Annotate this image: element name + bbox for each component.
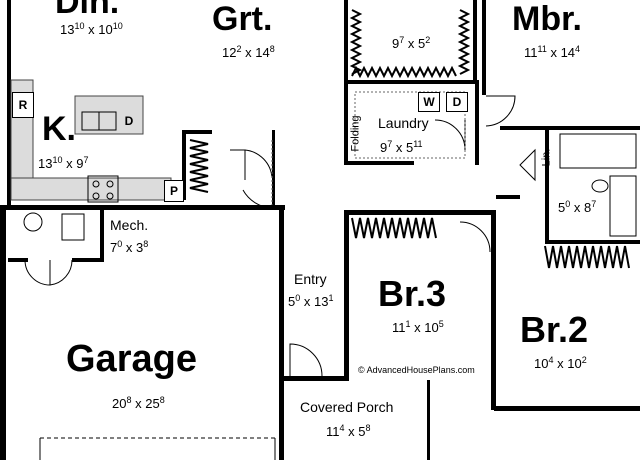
dryer-label: D: [446, 92, 468, 112]
wall-entry-bottom: [279, 376, 349, 381]
wall-hall-right: [272, 130, 275, 210]
lin-label: Lin.: [540, 148, 553, 167]
wall-garage-top: [0, 205, 285, 210]
wall-bath-bottom: [545, 240, 640, 244]
wall-mech-bottom-r: [72, 258, 104, 262]
wall-mech-right: [100, 210, 104, 260]
toilet: [591, 179, 609, 193]
water-heater: [23, 212, 43, 232]
room-mbr-name: Mbr.: [512, 0, 582, 38]
dishwasher-label: D: [124, 114, 134, 128]
room-br3-name: Br.3: [378, 273, 447, 314]
wall-garage-left: [0, 205, 6, 460]
kitchen-counter-bottom: [10, 177, 172, 201]
room-grt-name: Grt.: [212, 0, 273, 38]
room-din-dims: 1310 x 1010: [60, 21, 123, 37]
room-mech-dims: 70 x 38: [110, 239, 149, 255]
wall-pantry-top: [182, 130, 212, 134]
bathtub: [559, 133, 637, 169]
room-br2-dims: 104 x 102: [534, 355, 587, 371]
wall-laundry-bottom: [344, 161, 414, 165]
kitchen-island: [74, 95, 144, 135]
room-garage-dims: 208 x 258: [112, 395, 165, 411]
wall-br2-bottom: [494, 406, 640, 411]
wall-mbr-left: [482, 0, 486, 95]
wall-hall-bottom: [496, 195, 520, 199]
room-laundry-dims: 97 x 511: [380, 139, 423, 155]
wall-mech-bottom: [8, 258, 28, 262]
wall-kitchen-right: [182, 130, 186, 200]
furnace: [61, 213, 85, 241]
wall-mbr-bottom: [500, 126, 640, 130]
wall-br3-right: [491, 210, 496, 410]
room-mbr-dims: 1111 x 144: [524, 44, 581, 60]
room-din-name: Din.: [55, 0, 120, 21]
wall-left-upper: [7, 0, 11, 205]
doors: [24, 95, 536, 377]
folding-label: Folding: [349, 115, 362, 152]
wall-br3-left: [344, 210, 349, 380]
wall-closet-left: [344, 0, 348, 80]
pantry-label: P: [164, 180, 184, 202]
room-mech-name: Mech.: [110, 217, 149, 233]
wall-laundry-top: [344, 80, 479, 84]
wall-closet-right: [473, 0, 477, 80]
wall-garage-right: [279, 210, 284, 460]
fridge-label: R: [12, 92, 34, 118]
wall-porch-right: [427, 380, 430, 460]
wall-laundry-left: [344, 84, 348, 164]
room-entry-dims: 50 x 131: [288, 293, 334, 309]
room-bath-dims: 50 x 87: [558, 199, 597, 215]
wall-bath-left: [545, 130, 549, 240]
wall-laundry-right: [475, 84, 479, 165]
room-porch-name: Covered Porch: [300, 399, 394, 415]
room-porch-dims: 114 x 58: [326, 423, 371, 439]
room-laundry-name: Laundry: [378, 115, 429, 131]
copyright-label: © AdvancedHousePlans.com: [358, 365, 475, 375]
room-garage-name: Garage: [66, 338, 197, 380]
range: [87, 175, 119, 203]
closet-shelving: [189, 9, 630, 269]
room-k-dims: 1310 x 97: [38, 155, 89, 171]
room-k-name: K.: [42, 110, 76, 148]
wall-br3-top: [344, 210, 494, 215]
room-grt-dims: 122 x 148: [222, 44, 275, 60]
room-entry-name: Entry: [294, 271, 327, 287]
room-br3-dims: 111 x 105: [392, 319, 444, 335]
room-closet-dims: 97 x 52: [392, 35, 431, 51]
room-br2-name: Br.2: [520, 309, 589, 350]
washer-label: W: [418, 92, 440, 112]
bath-vanity: [609, 175, 637, 237]
